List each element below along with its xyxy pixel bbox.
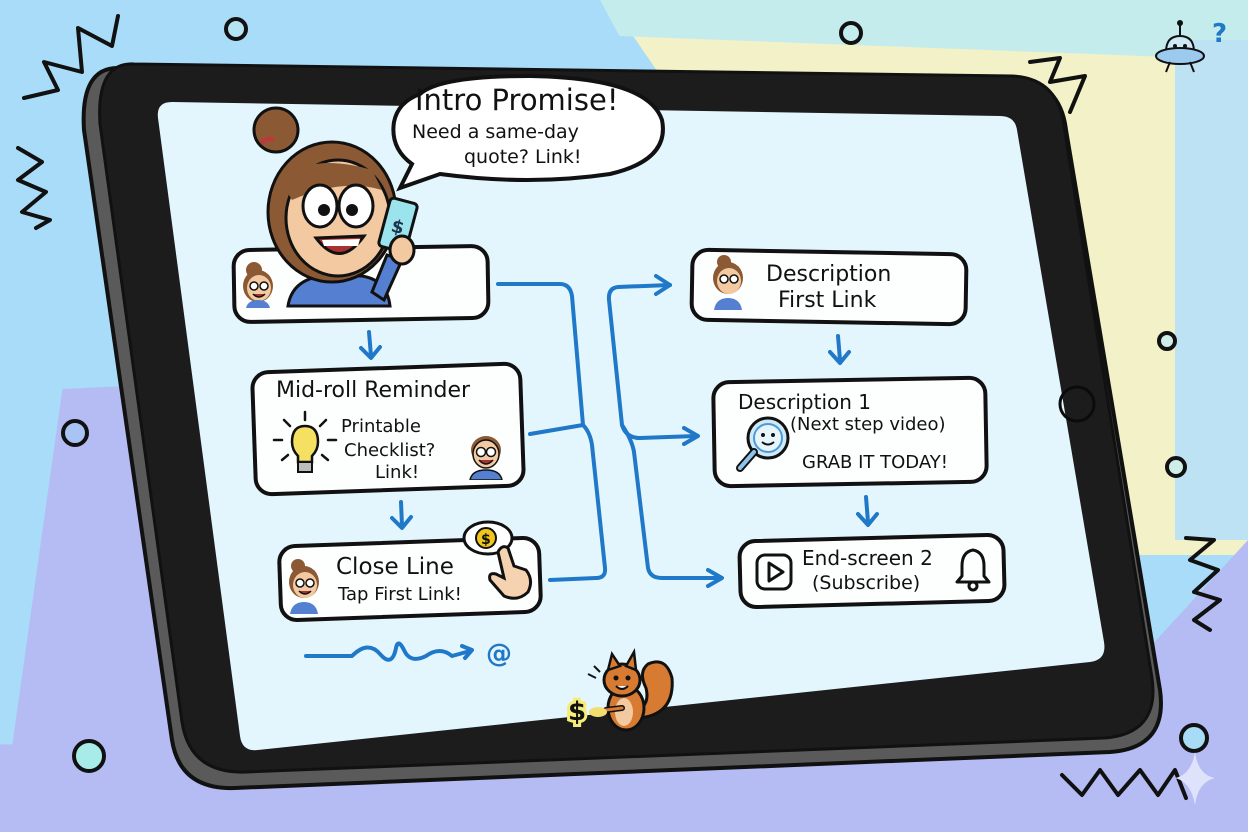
close-line-subtitle: Tap First Link!: [338, 584, 462, 605]
squirrel-mascot: $: [565, 648, 674, 732]
presenter-woman-phone: $: [243, 106, 419, 308]
at-symbol: @: [486, 639, 512, 669]
avatar-woman: [713, 255, 743, 310]
tap-hand-dollar-icon: $: [462, 520, 533, 600]
dot-right-2: [1165, 456, 1187, 478]
dot-bottom-right: [1179, 723, 1209, 753]
avatar-boy: [469, 436, 503, 480]
speech-bubble-title: Intro Promise!: [415, 83, 619, 117]
description-first-line1: Description: [766, 262, 892, 287]
speech-bubble: [391, 73, 665, 192]
zigzag-top-right: [1028, 56, 1087, 114]
description-first-line2: First Link: [778, 288, 877, 313]
end-screen-line1: End-screen 2: [802, 546, 933, 570]
play-icon: [755, 553, 793, 591]
midroll-line3: Link!: [375, 462, 420, 483]
midroll-line2: Checklist?: [344, 440, 436, 461]
bell-icon[interactable]: [954, 546, 992, 592]
zigzag-bottom-right: [1060, 768, 1188, 800]
zigzag-left: [16, 146, 52, 230]
midroll-line1: Printable: [341, 416, 421, 437]
bg-right-blue-strip: [1175, 40, 1248, 540]
dot-left-1: [61, 419, 89, 447]
avatar-woman-small: [289, 559, 319, 614]
dot-top: [224, 17, 248, 41]
squiggle-line: [304, 641, 472, 662]
description-1-line2: GRAB IT TODAY!: [802, 452, 948, 473]
question-mark-icon: ?: [1212, 19, 1227, 49]
sparkle-icon: [1175, 752, 1215, 805]
midroll-title: Mid-roll Reminder: [276, 378, 471, 403]
dot-left-2: [72, 739, 106, 773]
speech-bubble-line2: quote? Link!: [464, 146, 582, 168]
speech-bubble-line1: Need a same-day: [412, 121, 579, 143]
svg-text:$: $: [481, 532, 491, 548]
ufo-icon: [1155, 20, 1205, 73]
zigzag-top-left: [22, 14, 120, 100]
lightbulb-icon: [272, 410, 338, 473]
description-1-title: Description 1: [738, 390, 871, 414]
end-screen-line2: (Subscribe): [812, 572, 921, 594]
home-button[interactable]: [1058, 385, 1096, 423]
svg-text:$: $: [389, 216, 407, 240]
dot-top-center: [839, 21, 863, 45]
magnifier-smile-icon: [736, 416, 790, 472]
dot-right-1: [1157, 331, 1177, 351]
svg-text:$: $: [568, 697, 586, 727]
zigzag-right: [1184, 536, 1222, 632]
close-line-title: Close Line: [336, 554, 454, 580]
description-1-line1: (Next step video): [790, 414, 946, 435]
